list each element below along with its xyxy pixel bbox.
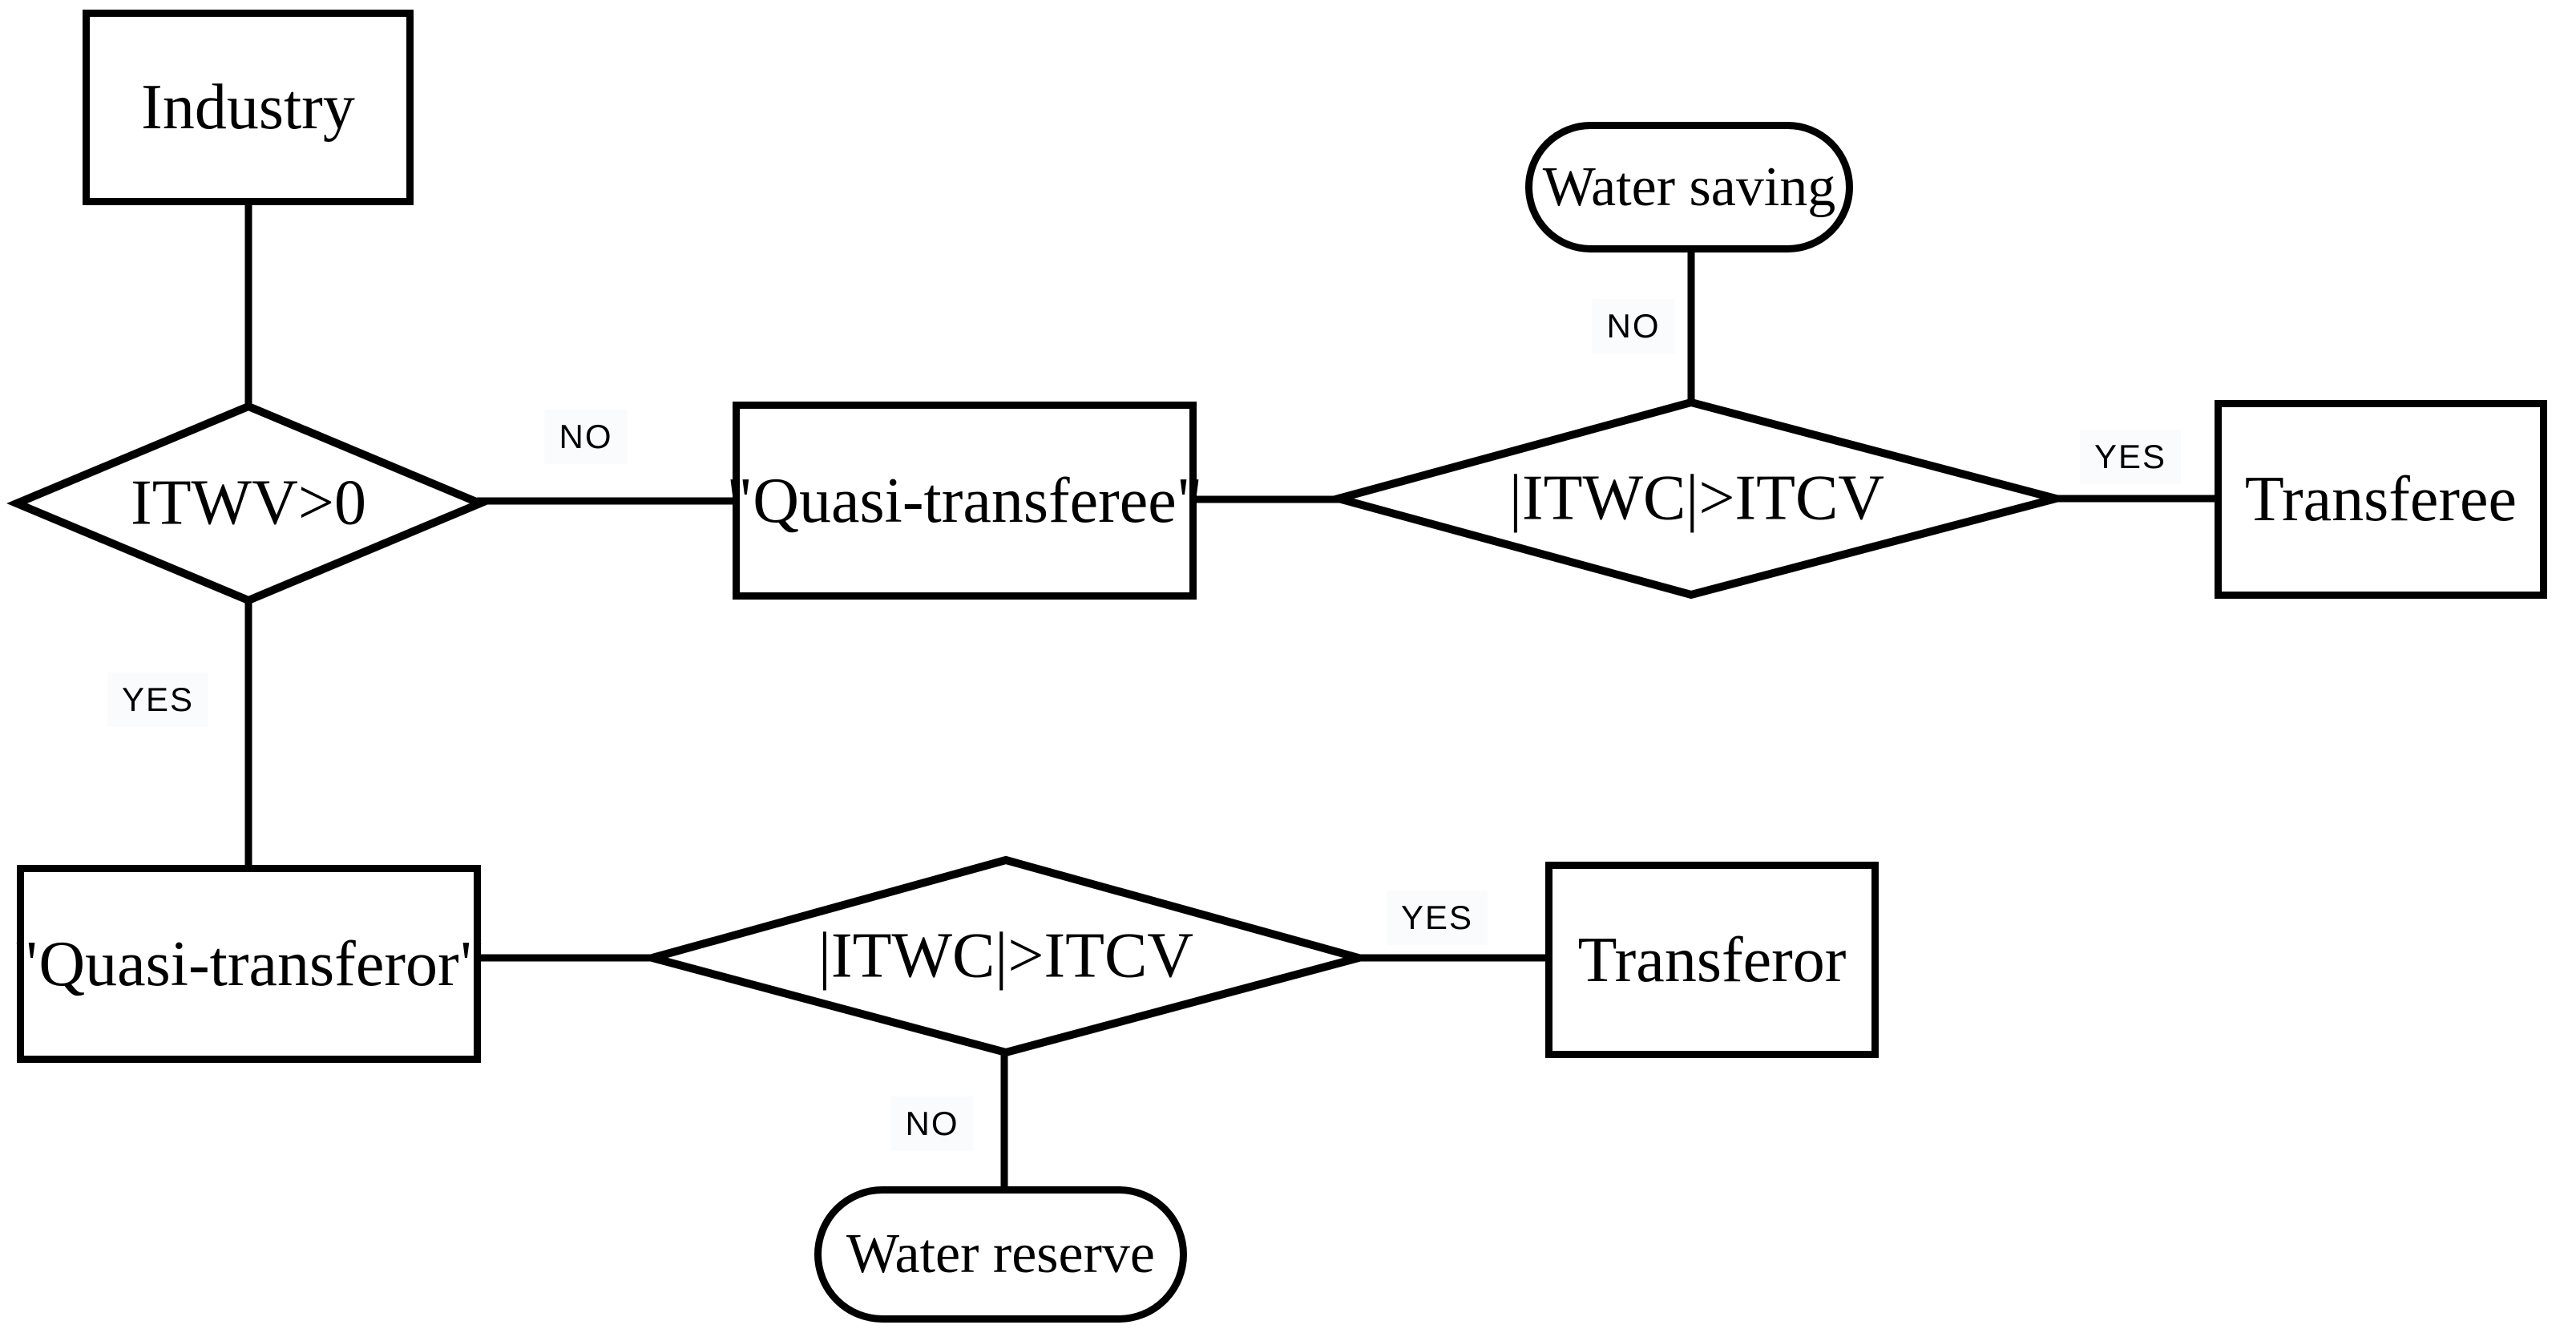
itwv-decision-label: ITWV>0 <box>131 467 366 539</box>
industry-node: Industry <box>83 10 414 205</box>
water-reserve-label: Water reserve <box>846 1223 1155 1286</box>
itwc-upper-no-branch-label: NO <box>1592 299 1675 353</box>
itwv-no-branch-label: NO <box>544 410 628 464</box>
itwc-upper-yes-branch-label: YES <box>2079 430 2182 484</box>
water-saving-label: Water saving <box>1542 156 1836 218</box>
quasi-transferor-node: "Quasi-transferor" <box>13 865 485 1063</box>
itwc-upper-decision-label: |ITWC|>ITCV <box>1508 462 1885 534</box>
itwc-lower-no-branch-label: NO <box>890 1097 974 1151</box>
industry-label: Industry <box>141 72 355 143</box>
quasi-transferor-label: "Quasi-transferor" <box>12 928 486 1000</box>
transferor-node: Transferor <box>1545 862 1879 1058</box>
itwc-lower-decision-label: |ITWC|>ITCV <box>818 920 1194 992</box>
itwc-upper-decision-diamond <box>1322 398 2072 600</box>
itwc-lower-yes-branch-label: YES <box>1386 891 1488 945</box>
itwv-yes-branch-label: YES <box>107 673 209 727</box>
water-reserve-node: Water reserve <box>814 1186 1187 1323</box>
transferor-label: Transferor <box>1577 924 1847 996</box>
transferee-node: Transferee <box>2215 400 2547 599</box>
water-saving-node: Water saving <box>1525 122 1853 252</box>
quasi-transferee-label: "Quasi-transferee" <box>726 465 1203 536</box>
transferee-label: Transferee <box>2244 464 2517 535</box>
itwv-decision-diamond <box>6 402 491 605</box>
itwc-lower-decision-diamond <box>636 855 1375 1057</box>
quasi-transferee-node: "Quasi-transferee" <box>727 402 1202 600</box>
